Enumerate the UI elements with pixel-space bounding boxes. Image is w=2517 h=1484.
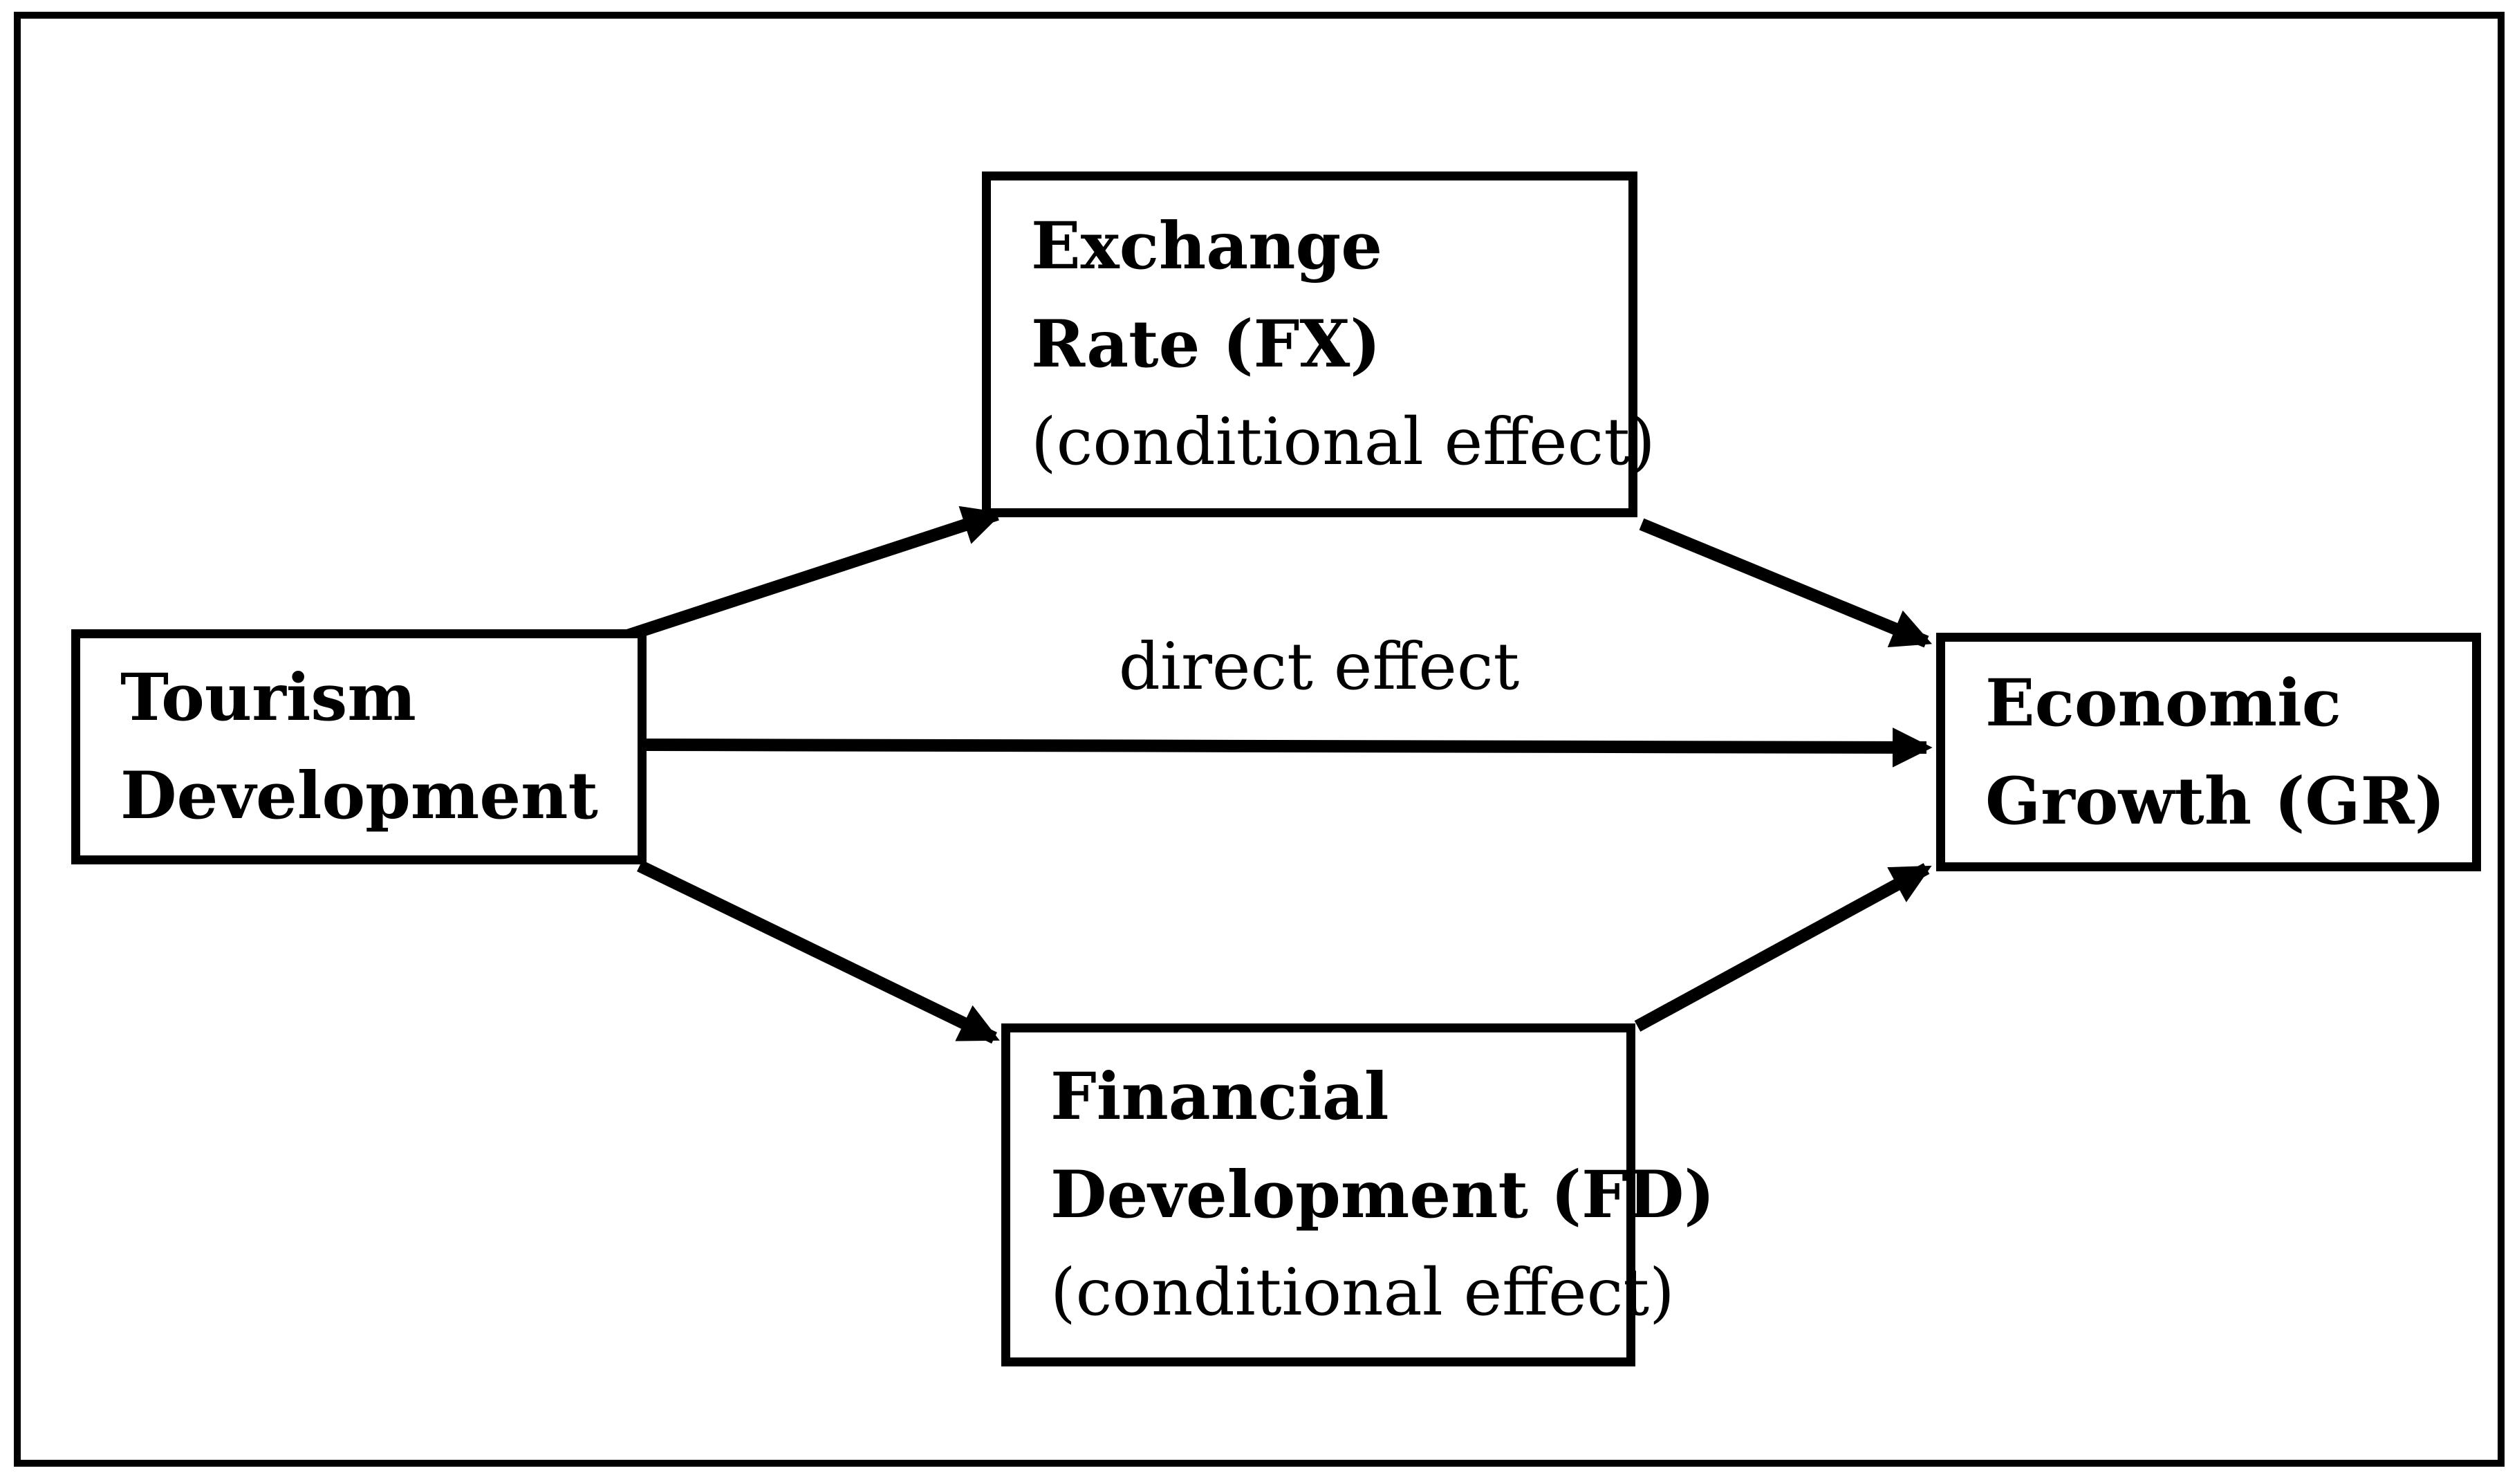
node-exchange-rate: Exchange Rate (FX) (conditional effect)	[982, 171, 1655, 517]
node-economic-growth: Economic Growth (GR)	[1936, 633, 2481, 871]
node-economic-growth-line1: Economic	[1985, 665, 2342, 741]
node-tourism-development: Tourism Development	[71, 629, 647, 864]
node-tourism-line1: Tourism	[120, 660, 416, 736]
node-economic-growth-line2: Growth (GR)	[1985, 763, 2446, 840]
direct-effect-label: direct effect	[1118, 629, 1520, 705]
node-financial-development: Financial Development (FD) (conditional …	[1001, 1023, 1715, 1366]
outer-frame	[14, 12, 2505, 1467]
node-financial-development-line1: Financial	[1050, 1059, 1389, 1135]
node-financial-development-line2: Development (FD)	[1050, 1157, 1715, 1233]
node-financial-development-conditional-effect: (conditional effect)	[1050, 1255, 1675, 1330]
node-tourism-line2: Development	[120, 758, 598, 834]
node-exchange-rate-conditional-effect: (conditional effect)	[1031, 405, 1655, 480]
node-exchange-rate-line1: Exchange	[1031, 208, 1383, 284]
node-exchange-rate-line2: Rate (FX)	[1031, 306, 1381, 382]
